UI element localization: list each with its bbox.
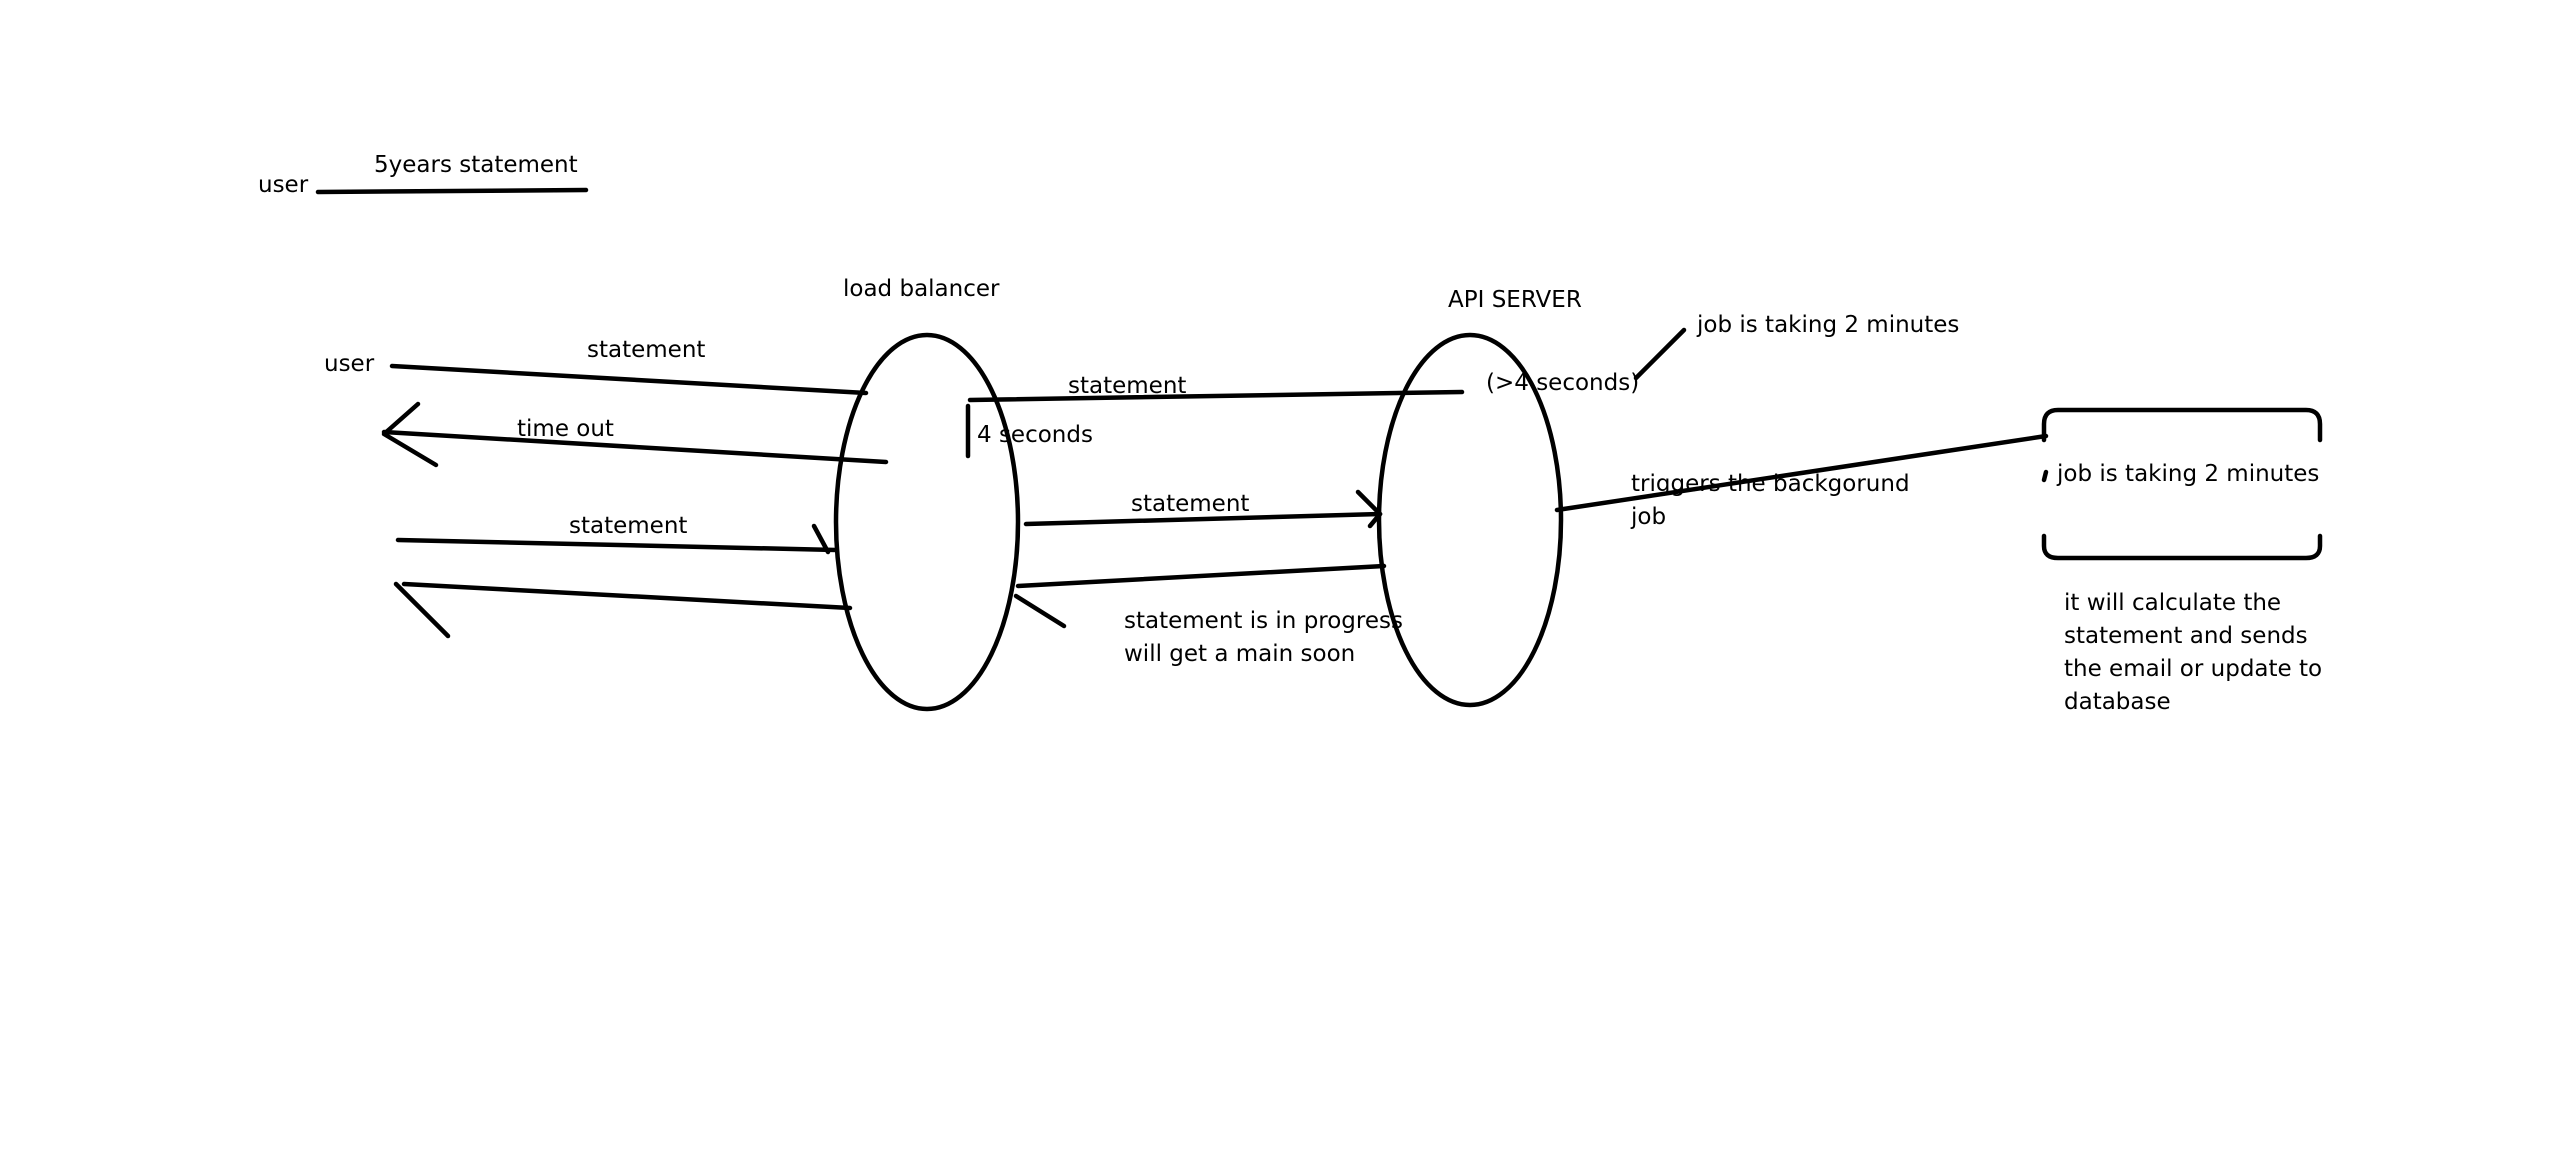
api-triggers-line2: job [1630,504,1666,530]
statement-lb-api-arrowhead-icon [1355,489,1383,529]
lb-to-api-statement-2-label: statement [1131,491,1249,517]
top-user-label: user [258,172,309,198]
user-to-lb-statement-2-label: statement [569,513,687,539]
lb-to-api-statement-2-arrow [1023,511,1383,527]
top-title-underline [315,187,589,195]
api-duration-label: (>4 seconds) [1486,370,1639,396]
user-to-lb-statement-2-arrow [395,537,839,553]
api-server-node [1376,332,1564,708]
user-to-lb-statement-label: statement [587,337,705,363]
api-to-lb-arrowhead-icon [1013,593,1067,629]
user-to-lb-statement-arrow [389,363,869,396]
lb-to-api-statement-arrow [967,389,1465,403]
api-to-job-arrow [1554,433,2049,513]
background-job-tick [2041,469,2049,483]
lb-to-user-timeout-arrow [381,429,889,465]
lb-to-user-timeout-label: time out [517,416,614,442]
background-job-desc-line4: database [2064,689,2171,715]
background-job-box-bottom [2041,533,2323,561]
top-title: 5years statement [374,152,578,178]
background-job-label: job is taking 2 minutes [2056,461,2319,487]
background-job-desc-line1: it will calculate the [2064,590,2281,616]
load-balancer-node [833,332,1021,712]
load-balancer-label: load balancer [843,276,1000,302]
api-to-lb-response-arrow [1015,563,1387,589]
api-triggers-line1: triggers the backgorund [1631,471,1910,497]
statement-2-arrowhead-icon [811,523,831,555]
lb-timeout-seconds-label: 4 seconds [977,422,1093,448]
job-note-pointer [1633,327,1687,381]
background-job-desc-line3: the email or update to [2064,656,2322,682]
response-arrowhead-icon [393,581,451,639]
api-to-lb-response-line1: statement is in progress [1124,608,1403,634]
api-server-label: API SERVER [1448,287,1582,313]
job-note-label: job is taking 2 minutes [1696,312,1959,338]
background-job-desc-line2: statement and sends [2064,623,2308,649]
api-to-lb-response-line2: will get a main soon [1124,641,1355,667]
lb-to-api-statement-label: statement [1068,373,1186,399]
timeout-arrowhead-icon [381,401,439,468]
background-job-box-top [2041,407,2323,443]
lb-to-user-response-arrow [401,581,853,611]
user-label: user [324,351,375,377]
